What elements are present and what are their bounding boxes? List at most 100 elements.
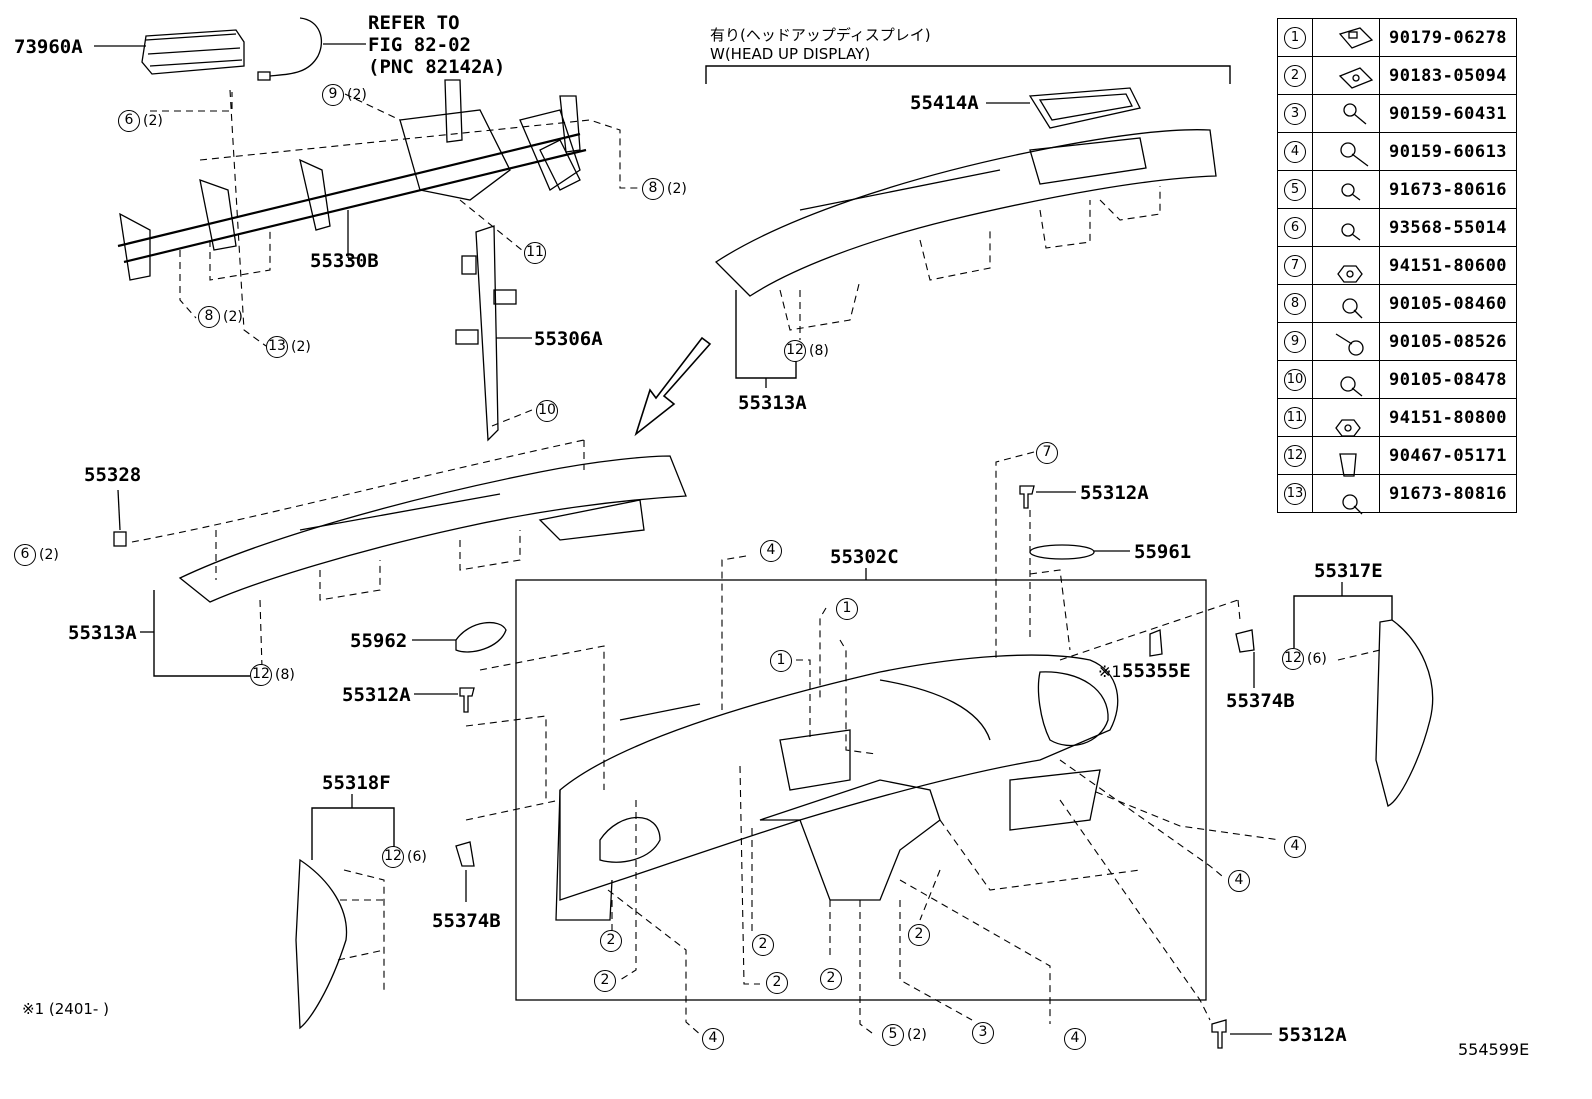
callout-qty: (8) <box>809 343 829 359</box>
legend-part-number[interactable]: 90105-08460 <box>1379 284 1517 323</box>
figure-id: 554599E <box>1458 1040 1530 1059</box>
callout-6: 6 <box>118 110 140 132</box>
callout-12: 12 <box>250 664 272 686</box>
callout-2: 2 <box>594 970 616 992</box>
callout-7: 7 <box>1036 442 1058 464</box>
callout-4: 4 <box>1064 1028 1086 1050</box>
callout-2: 2 <box>766 972 788 994</box>
legend-number-circle: 11 <box>1284 407 1306 429</box>
bolt-icon <box>1312 208 1380 247</box>
legend-number-circle: 10 <box>1284 369 1306 391</box>
bolt-icon <box>1312 322 1380 361</box>
legend-part-number[interactable]: 93568-55014 <box>1379 208 1517 247</box>
legend-number-circle: 7 <box>1284 255 1306 277</box>
callout-11: 11 <box>524 242 546 264</box>
label-55313A-left[interactable]: 55313A <box>68 622 137 644</box>
legend-part-number[interactable]: 90105-08478 <box>1379 360 1517 399</box>
legend-number: 7 <box>1277 246 1313 285</box>
label-55317E[interactable]: 55317E <box>1314 560 1383 582</box>
callout-4: 4 <box>760 540 782 562</box>
legend-part-number[interactable]: 90183-05094 <box>1379 56 1517 95</box>
nut-icon <box>1312 398 1380 437</box>
dashboard-panel-frame <box>515 579 1207 1001</box>
legend-number: 9 <box>1277 322 1313 361</box>
upper-pad-left-drawing <box>178 455 687 603</box>
label-55312A-left[interactable]: 55312A <box>342 684 411 706</box>
legend-part-number[interactable]: 94151-80800 <box>1379 398 1517 437</box>
callout-6: 6 <box>14 544 36 566</box>
callout-qty: (2) <box>291 339 311 355</box>
callout-2: 2 <box>752 934 774 956</box>
clip-55328-drawing <box>113 531 127 547</box>
label-55374B-left[interactable]: 55374B <box>432 910 501 932</box>
label-55318F[interactable]: 55318F <box>322 772 391 794</box>
legend-part-number[interactable]: 90105-08526 <box>1379 322 1517 361</box>
wire-harness-drawing <box>269 17 323 77</box>
label-55312A-bottom[interactable]: 55312A <box>1278 1024 1347 1046</box>
callout-5: 5 <box>882 1024 904 1046</box>
legend-number-circle: 8 <box>1284 293 1306 315</box>
label-55313A-top[interactable]: 55313A <box>738 392 807 414</box>
legend-part-number[interactable]: 94151-80600 <box>1379 246 1517 285</box>
legend-number-circle: 13 <box>1284 483 1306 505</box>
refer-note-line1: REFER TO <box>368 12 460 34</box>
legend-part-number[interactable]: 90159-60613 <box>1379 132 1517 171</box>
legend-row: 1 90179-06278 <box>1277 18 1517 57</box>
clip-nut-icon <box>1312 18 1380 57</box>
hud-note-en: W(HEAD UP DISPLAY) <box>710 45 871 63</box>
label-55302C[interactable]: 55302C <box>830 546 899 568</box>
legend-number: 8 <box>1277 284 1313 323</box>
legend-number: 5 <box>1277 170 1313 209</box>
legend-number-circle: 4 <box>1284 141 1306 163</box>
label-55330B[interactable]: 55330B <box>310 250 379 272</box>
legend-row: 13 91673-80816 <box>1277 474 1517 513</box>
legend-row: 2 90183-05094 <box>1277 56 1517 95</box>
legend-part-number[interactable]: 90179-06278 <box>1379 18 1517 57</box>
legend-row: 6 93568-55014 <box>1277 208 1517 247</box>
screw-icon <box>1312 132 1380 171</box>
callout-1: 1 <box>836 598 858 620</box>
legend-part-number[interactable]: 91673-80616 <box>1379 170 1517 209</box>
label-55306A[interactable]: 55306A <box>534 328 603 350</box>
callout-12: 12 <box>382 846 404 868</box>
callout-4: 4 <box>1228 870 1250 892</box>
screw-icon <box>1312 94 1380 133</box>
clip-55374B-right-drawing <box>1235 629 1255 688</box>
legend-row: 10 90105-08478 <box>1277 360 1517 399</box>
legend-number: 4 <box>1277 132 1313 171</box>
legend-number: 2 <box>1277 56 1313 95</box>
label-55312A-top[interactable]: 55312A <box>1080 482 1149 504</box>
direction-arrow <box>634 336 712 437</box>
callout-qty: (6) <box>1307 651 1327 667</box>
callout-3: 3 <box>972 1022 994 1044</box>
nut-icon <box>1312 246 1380 285</box>
bolt-icon <box>1312 284 1380 323</box>
bolt-icon <box>1312 170 1380 209</box>
callout-qty: (8) <box>275 667 295 683</box>
clip-55374B-left-drawing <box>455 841 475 902</box>
callout-2: 2 <box>820 968 842 990</box>
vent-55962-drawing <box>412 621 507 653</box>
callout-2: 2 <box>908 924 930 946</box>
label-55328[interactable]: 55328 <box>84 464 142 486</box>
callout-8: 8 <box>198 306 220 328</box>
label-55374B-right[interactable]: 55374B <box>1226 690 1295 712</box>
label-55355E[interactable]: 55355E <box>1122 660 1191 682</box>
hud-note-jp: 有り(ヘッドアップディスプレイ) <box>710 26 931 44</box>
label-73960A[interactable]: 73960A <box>14 36 83 58</box>
legend-number-circle: 5 <box>1284 179 1306 201</box>
label-55962[interactable]: 55962 <box>350 630 408 652</box>
label-55961[interactable]: 55961 <box>1134 541 1192 563</box>
legend-part-number[interactable]: 90159-60431 <box>1379 94 1517 133</box>
legend-part-number[interactable]: 90467-05171 <box>1379 436 1517 475</box>
screw-55312A-top-drawing <box>1019 485 1076 509</box>
label-55414A[interactable]: 55414A <box>910 92 979 114</box>
legend-part-number[interactable]: 91673-80816 <box>1379 474 1517 513</box>
mark-note: ※1 <box>1098 662 1122 681</box>
callout-4: 4 <box>1284 836 1306 858</box>
legend-number-circle: 2 <box>1284 65 1306 87</box>
legend-number-circle: 6 <box>1284 217 1306 239</box>
legend-number-circle: 1 <box>1284 27 1306 49</box>
legend-number: 6 <box>1277 208 1313 247</box>
